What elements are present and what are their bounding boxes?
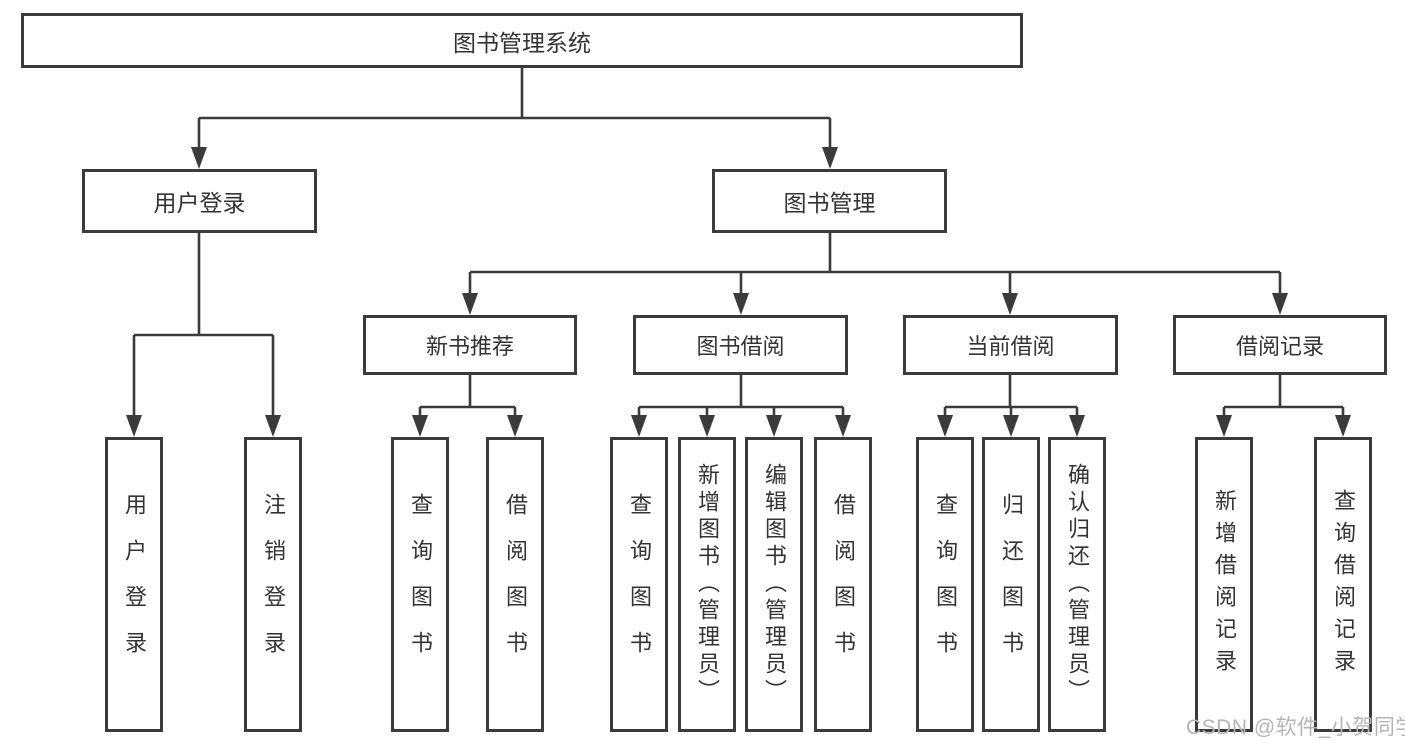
arrow-down-icon bbox=[1002, 293, 1018, 315]
node-book-borrowing: 图书借阅 bbox=[633, 315, 848, 375]
leaf-query-borrow-record: 查询借阅记录 bbox=[1314, 437, 1372, 732]
leaf-query-books-borrowing: 查询图书 bbox=[610, 437, 668, 732]
arrow-down-icon bbox=[937, 415, 953, 437]
leaf-logout: 注销登录 bbox=[244, 437, 302, 732]
leaf-confirm-return-admin: 确认归还（管理员） bbox=[1048, 437, 1106, 732]
leaf-query-books-recommend: 查询图书 bbox=[391, 437, 449, 732]
connector-path bbox=[132, 68, 1345, 418]
arrow-down-icon bbox=[733, 293, 749, 315]
arrow-down-icon bbox=[191, 147, 207, 169]
arrow-down-icon bbox=[699, 415, 715, 437]
node-borrowing-records: 借阅记录 bbox=[1173, 315, 1387, 375]
leaf-edit-book-admin: 编辑图书（管理员） bbox=[745, 437, 803, 732]
leaf-add-borrow-record: 新增借阅记录 bbox=[1195, 437, 1253, 732]
arrow-down-icon bbox=[631, 415, 647, 437]
arrow-down-icon bbox=[126, 415, 142, 437]
node-root: 图书管理系统 bbox=[21, 13, 1023, 68]
node-user-login: 用户登录 bbox=[82, 169, 317, 233]
arrow-down-icon bbox=[265, 415, 281, 437]
arrow-down-icon bbox=[1069, 415, 1085, 437]
watermark: CSDN @软件_小贺同学 bbox=[1186, 716, 1405, 739]
leaf-return-books: 归还图书 bbox=[982, 437, 1040, 732]
arrow-down-icon bbox=[1003, 415, 1019, 437]
arrow-down-icon bbox=[1216, 415, 1232, 437]
leaf-borrow-books-recommend: 借阅图书 bbox=[486, 437, 544, 732]
leaf-add-book-admin: 新增图书（管理员） bbox=[678, 437, 736, 732]
arrow-down-icon bbox=[1272, 293, 1288, 315]
arrow-down-icon bbox=[507, 415, 523, 437]
leaf-query-books-current: 查询图书 bbox=[916, 437, 974, 732]
node-current-borrowing: 当前借阅 bbox=[903, 315, 1118, 375]
node-book-management: 图书管理 bbox=[712, 169, 947, 233]
arrow-down-icon bbox=[822, 147, 838, 169]
arrow-down-icon bbox=[766, 415, 782, 437]
arrow-down-icon bbox=[1335, 415, 1351, 437]
arrow-down-icon bbox=[835, 415, 851, 437]
node-new-book-recommendation: 新书推荐 bbox=[363, 315, 577, 375]
leaf-borrow-books-borrowing: 借阅图书 bbox=[814, 437, 872, 732]
arrow-down-icon bbox=[412, 415, 428, 437]
arrow-down-icon bbox=[462, 293, 478, 315]
leaf-user-login: 用户登录 bbox=[105, 437, 163, 732]
